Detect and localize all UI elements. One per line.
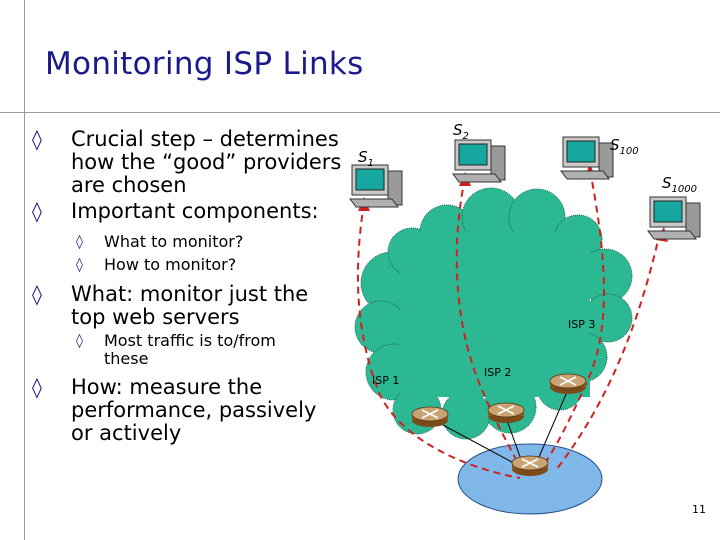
bullet-4-line-3: or actively [71, 421, 182, 445]
sub-bullet-2: How to monitor? [104, 255, 237, 274]
server-s1000-icon [647, 196, 701, 240]
bullet-1-line-1: Crucial step – determines [71, 127, 339, 151]
bullet-diamond-icon: ◊ [32, 375, 42, 399]
router-icon [411, 406, 449, 428]
isp-2-label: ISP 2 [484, 366, 512, 379]
sub-bullet-3-line-2: these [104, 349, 149, 368]
sub-bullet-diamond-icon: ◊ [76, 333, 83, 349]
router-icon [487, 402, 525, 424]
bullet-4-line-1: How: measure the [71, 375, 263, 399]
server-s2-icon [452, 139, 506, 183]
isp-cloud [354, 187, 633, 440]
bullet-diamond-icon: ◊ [32, 127, 42, 151]
slide-title: Monitoring ISP Links [45, 46, 364, 82]
sub-bullet-1: What to monitor? [104, 232, 244, 251]
router-icon [549, 373, 587, 395]
bullet-1-line-2: how the “good” providers [71, 150, 342, 174]
server-s100-label: S100 [610, 136, 639, 157]
bullet-3-line-1: What: monitor just the [71, 282, 309, 306]
router-icon [511, 455, 549, 477]
bullet-1-line-3: are chosen [71, 173, 187, 197]
server-s1-icon [349, 164, 403, 208]
client-network [457, 443, 603, 515]
server-s1-label: S1 [358, 148, 374, 169]
server-s100-icon [560, 136, 614, 180]
server-s2-label: S2 [453, 121, 469, 142]
sub-bullet-diamond-icon: ◊ [76, 234, 83, 250]
bullet-diamond-icon: ◊ [32, 199, 42, 223]
horizontal-rule [0, 112, 720, 113]
server-s1000-label: S1000 [662, 174, 697, 195]
bullet-diamond-icon: ◊ [32, 282, 42, 306]
vertical-rule [24, 0, 25, 540]
bullet-4-line-2: performance, passively [71, 398, 317, 422]
page-number: 11 [692, 503, 706, 516]
isp-3-label: ISP 3 [568, 318, 596, 331]
bullet-2-line-1: Important components: [71, 199, 319, 223]
bullet-3-line-2: top web servers [71, 305, 240, 329]
isp-1-label: ISP 1 [372, 374, 400, 387]
sub-bullet-diamond-icon: ◊ [76, 257, 83, 273]
sub-bullet-3-line-1: Most traffic is to/from [104, 331, 276, 350]
